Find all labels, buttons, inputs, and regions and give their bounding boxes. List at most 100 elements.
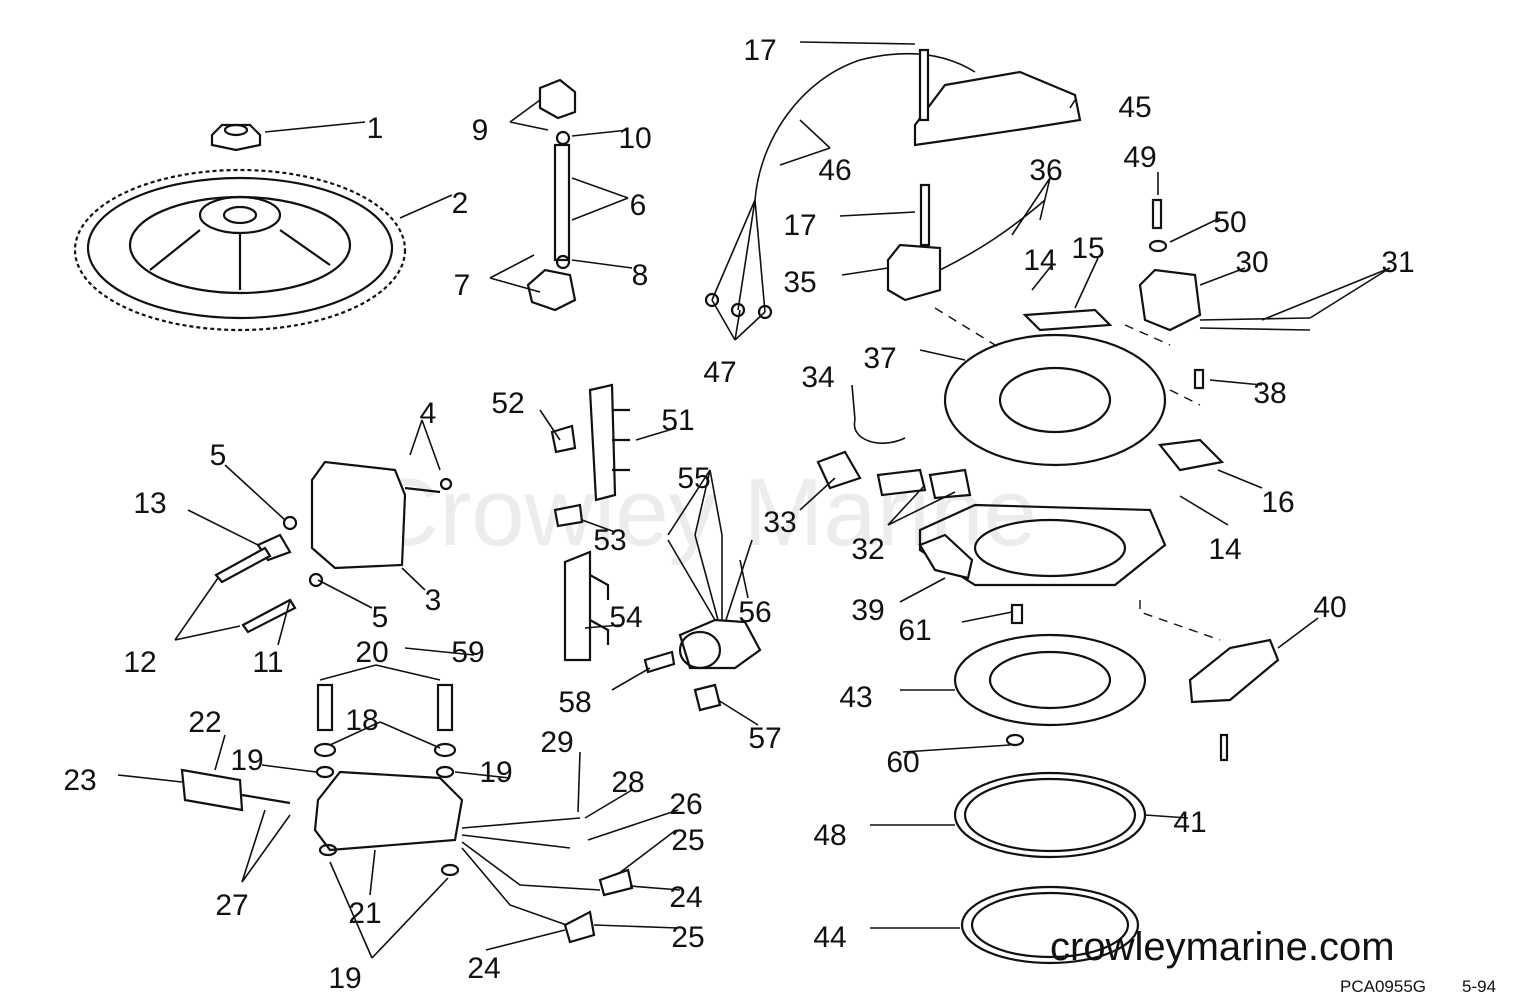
leader-line	[734, 311, 766, 341]
website-url[interactable]: crowleymarine.com	[1050, 925, 1395, 969]
callout-20: 20	[355, 636, 388, 669]
callout-43: 43	[839, 681, 872, 714]
callout-14: 14	[1208, 533, 1241, 566]
callout-47: 47	[703, 356, 736, 389]
leader-line	[489, 277, 541, 293]
part-seal-ring	[960, 885, 1140, 965]
leader-line	[667, 469, 711, 536]
callout-54: 54	[609, 601, 642, 634]
callout-38: 38	[1253, 377, 1286, 410]
drawing-code: PCA0955G	[1340, 977, 1426, 996]
leader-line	[711, 299, 736, 341]
leader-line	[593, 924, 679, 929]
callout-33: 33	[763, 506, 796, 539]
leader-line	[1261, 267, 1391, 321]
callout-55: 55	[677, 462, 710, 495]
leader-line	[264, 121, 366, 133]
leader-line	[399, 194, 453, 219]
leader-line	[799, 119, 831, 149]
leader-line	[581, 519, 616, 533]
leader-line	[174, 577, 219, 641]
leader-line	[1144, 814, 1189, 819]
callout-24: 24	[669, 881, 702, 914]
leader-line	[851, 384, 856, 421]
leader-line	[839, 211, 916, 217]
leader-line	[319, 664, 377, 681]
leader-line	[635, 427, 677, 441]
leader-line	[371, 877, 449, 959]
callout-18: 18	[345, 704, 378, 737]
part-retainer-ring	[953, 603, 1147, 747]
callout-37: 37	[863, 342, 896, 375]
leader-line	[1039, 177, 1051, 221]
callout-27: 27	[215, 889, 248, 922]
callout-58: 58	[558, 686, 591, 719]
callout-36: 36	[1029, 154, 1062, 187]
callout-12: 12	[123, 646, 156, 679]
leader-line	[409, 419, 423, 456]
callout-53: 53	[593, 524, 626, 557]
callout-4: 4	[420, 397, 437, 430]
callout-51: 51	[661, 404, 694, 437]
leader-line	[509, 121, 549, 131]
callout-59: 59	[451, 636, 484, 669]
callout-56: 56	[738, 596, 771, 629]
leader-line	[241, 809, 266, 883]
leader-line	[1031, 264, 1053, 291]
part-power-pack	[180, 683, 634, 944]
callout-6: 6	[630, 189, 647, 222]
callout-19: 19	[230, 744, 263, 777]
leader-line	[329, 721, 381, 746]
leader-line	[571, 259, 633, 269]
part-ring-segment	[1188, 638, 1280, 762]
callout-34: 34	[801, 361, 834, 394]
callout-17: 17	[743, 34, 776, 67]
callout-50: 50	[1213, 206, 1246, 239]
callout-24: 24	[467, 952, 500, 985]
leader-line	[571, 177, 629, 199]
callout-31: 31	[1381, 246, 1414, 279]
leader-line	[709, 469, 723, 536]
leader-lines	[117, 41, 1391, 959]
callout-23: 23	[63, 764, 96, 797]
callout-57: 57	[748, 722, 781, 755]
leader-line	[539, 409, 561, 441]
leader-line	[694, 469, 711, 536]
leader-line	[174, 625, 241, 641]
callout-11: 11	[252, 646, 283, 679]
drawing-date: 5-94	[1462, 977, 1496, 996]
callout-61: 61	[898, 614, 931, 647]
callout-32: 32	[851, 533, 884, 566]
part-rectifier	[643, 534, 762, 712]
part-ignition-coil	[214, 460, 453, 634]
leader-line	[571, 197, 629, 221]
leader-line	[1074, 257, 1099, 309]
callout-21: 21	[348, 897, 381, 930]
callout-22: 22	[188, 706, 221, 739]
callout-2: 2	[452, 187, 469, 220]
leader-line	[887, 484, 926, 526]
part-flywheel	[73, 168, 407, 332]
leader-line	[584, 789, 633, 819]
callout-15: 15	[1071, 232, 1104, 265]
callout-13: 13	[133, 487, 166, 520]
callout-3: 3	[425, 584, 442, 617]
callout-19: 19	[479, 756, 512, 789]
callout-28: 28	[611, 766, 644, 799]
leader-line	[1309, 267, 1391, 319]
callout-39: 39	[851, 594, 884, 627]
callout-30: 30	[1235, 246, 1268, 279]
part-armature-plate	[934, 307, 1225, 472]
leader-line	[799, 477, 836, 511]
leader-line	[489, 254, 535, 279]
part-spark-plug-lead	[526, 78, 577, 312]
leader-line	[375, 664, 441, 681]
leader-line	[629, 885, 681, 891]
leader-line	[1209, 379, 1263, 386]
callout-46: 46	[818, 154, 851, 187]
callout-9: 9	[472, 114, 489, 147]
leader-line	[454, 771, 511, 779]
callout-8: 8	[632, 259, 649, 292]
